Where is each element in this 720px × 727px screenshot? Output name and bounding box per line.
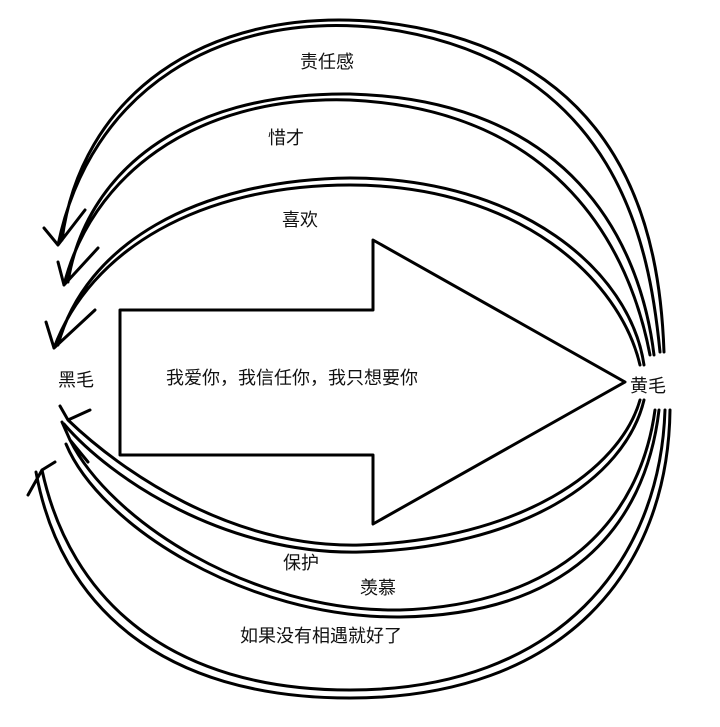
arc-label-envy: 羡慕 xyxy=(360,578,396,599)
arc-wish-never-met xyxy=(26,408,672,700)
arc-protect xyxy=(58,398,646,554)
arc-label-like: 喜欢 xyxy=(282,210,318,231)
center-arrow-label: 我爱你，我信任你，我只想要你 xyxy=(166,368,418,389)
arc-label-responsibility: 责任感 xyxy=(300,52,354,73)
arc-responsibility xyxy=(42,18,666,354)
arc-label-cherish-talent: 惜才 xyxy=(268,128,304,149)
arc-envy xyxy=(60,408,661,619)
arc-cherish-talent xyxy=(56,92,656,357)
arc-label-protect: 保护 xyxy=(283,553,319,574)
center-arrow xyxy=(118,238,627,526)
arc-like xyxy=(44,176,646,367)
arc-label-wish-never-met: 如果没有相遇就好了 xyxy=(240,626,402,647)
node-black-hair: 黑毛 xyxy=(58,370,94,391)
node-yellow-hair: 黄毛 xyxy=(630,376,666,397)
